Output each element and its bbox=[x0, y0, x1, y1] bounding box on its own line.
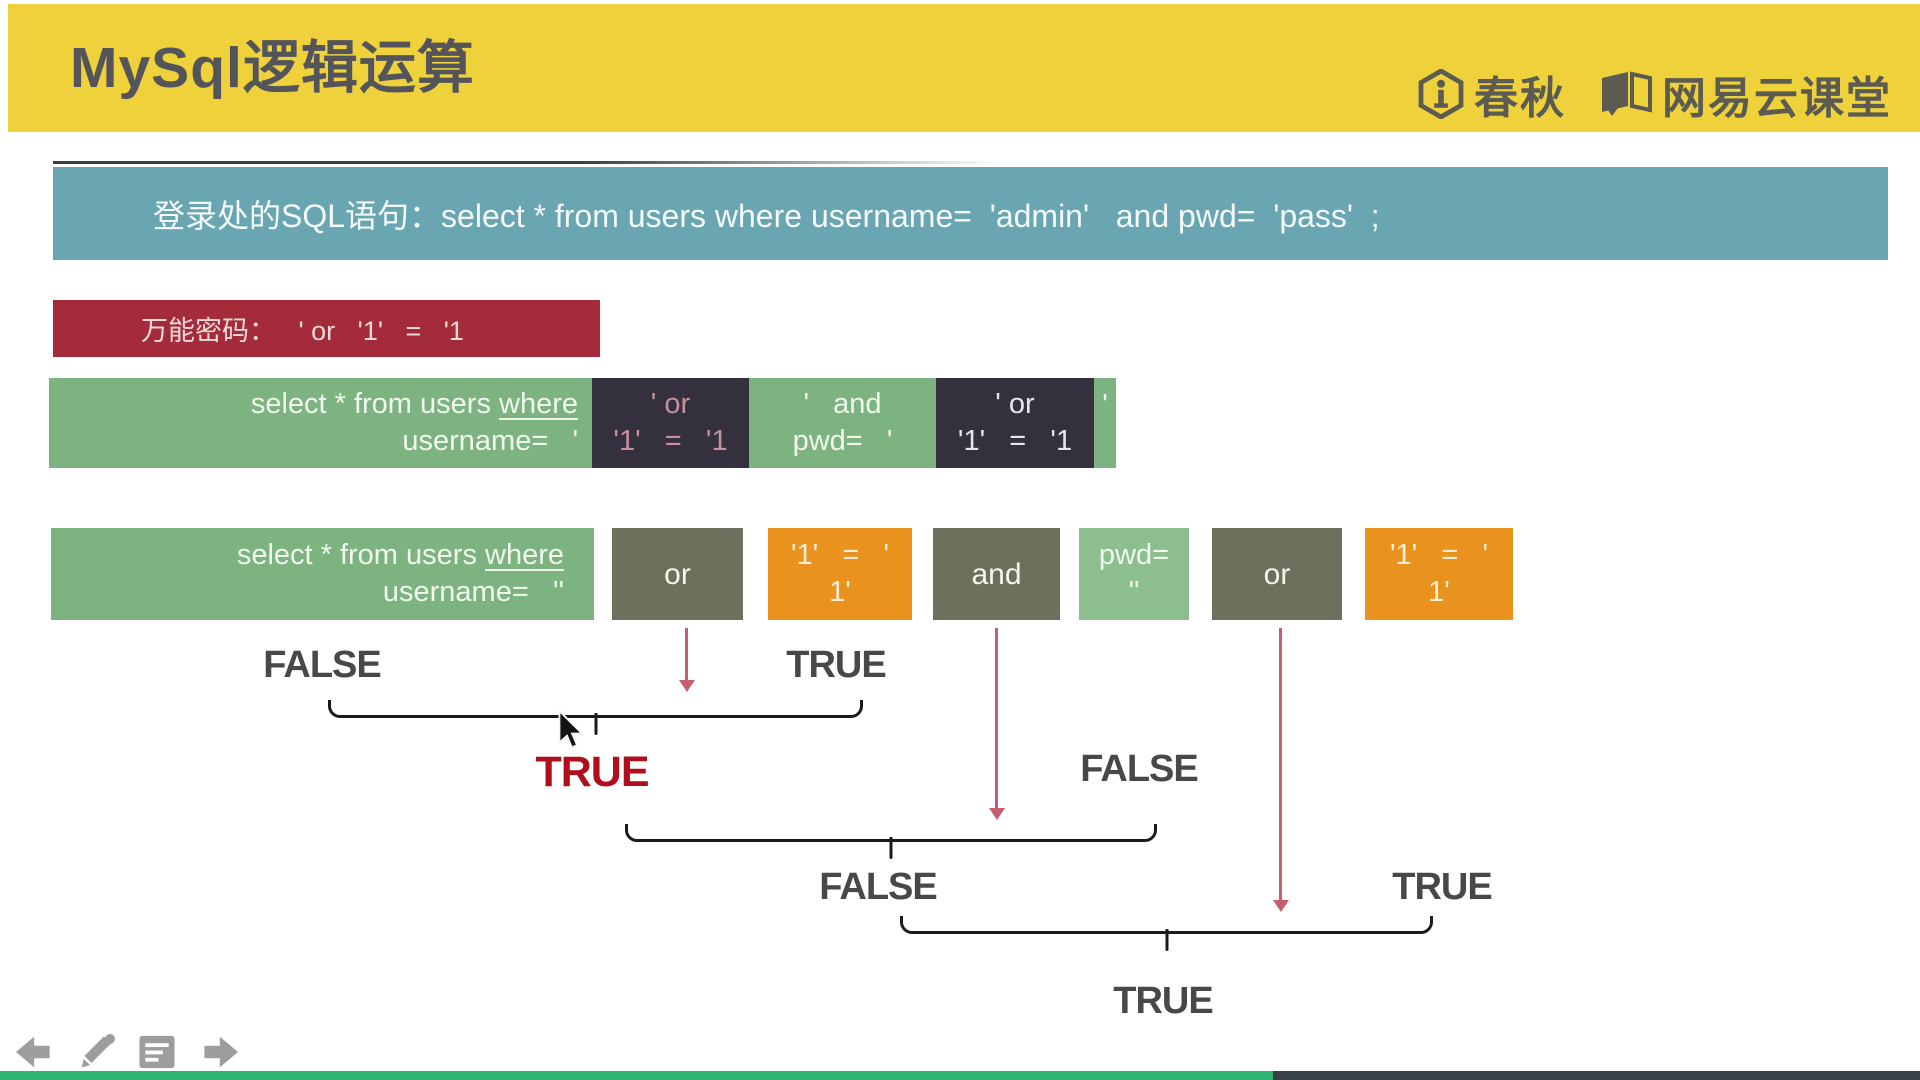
slide-header: MySql逻辑运算 春秋 网易云课堂 bbox=[8, 4, 1920, 132]
group1-underbrace bbox=[328, 700, 863, 735]
sql-text: select * from users bbox=[236, 539, 485, 571]
and-down-arrow bbox=[995, 628, 998, 808]
pwd-line1: pwd= bbox=[1098, 539, 1170, 571]
or2-line2: '1' = '1 bbox=[957, 425, 1073, 457]
or2-down-arrow bbox=[1279, 628, 1282, 900]
sql-text: select * from users bbox=[250, 388, 499, 420]
back-arrow-icon bbox=[16, 1036, 50, 1068]
or2-line1: ' or bbox=[995, 388, 1035, 420]
injected-sql-line1: select * from users where bbox=[49, 386, 578, 423]
injected-sql-line2: username= ' bbox=[402, 425, 578, 457]
or1-down-arrow bbox=[685, 628, 688, 680]
or-operator: or bbox=[1263, 557, 1291, 591]
eval-true1-box: '1' = ' 1' bbox=[768, 528, 912, 620]
where-keyword: where bbox=[499, 388, 578, 420]
page-title: MySql逻辑运算 bbox=[70, 36, 475, 100]
where-keyword: where bbox=[485, 539, 564, 571]
first-group-result-label: TRUE bbox=[535, 748, 649, 796]
injected-or1-segment: ' or '1' = '1 bbox=[592, 378, 749, 468]
eval-or2-box: or bbox=[1212, 528, 1342, 620]
brace-tick bbox=[594, 713, 597, 735]
true2-line2: 1' bbox=[1428, 576, 1450, 608]
true1-line1: '1' = ' bbox=[790, 539, 890, 571]
username-result-label: FALSE bbox=[263, 644, 381, 686]
magic-password-text: 万能密码： ' or '1' = '1 bbox=[141, 316, 464, 346]
final-result-label: TRUE bbox=[1113, 980, 1213, 1022]
brand-logos: 春秋 网易云课堂 bbox=[1418, 62, 1892, 126]
and-line2: pwd= ' bbox=[792, 425, 893, 457]
divider-line bbox=[53, 161, 1003, 164]
group3-underbrace bbox=[900, 916, 1433, 951]
netease-book-icon bbox=[1602, 71, 1652, 116]
and-line1: ' and bbox=[803, 388, 882, 420]
login-sql-text: 登录处的SQL语句：select * from users where user… bbox=[153, 197, 1380, 234]
and-operator: and bbox=[971, 557, 1022, 591]
or1-line2: '1' = '1 bbox=[613, 425, 728, 457]
true1-line2: 1' bbox=[829, 576, 851, 608]
mouse-cursor bbox=[556, 708, 586, 755]
eval-user-line2: username= '' bbox=[382, 576, 564, 608]
brace-tick bbox=[1165, 929, 1168, 951]
notes-button[interactable] bbox=[134, 1032, 180, 1072]
pencil-icon bbox=[81, 1034, 115, 1068]
eval-pwd-box: pwd= '' bbox=[1079, 528, 1189, 620]
magic-password-banner: 万能密码： ' or '1' = '1 bbox=[53, 300, 600, 357]
or1-line1: ' or bbox=[650, 388, 691, 420]
pwd-result-label: FALSE bbox=[1080, 748, 1198, 790]
or2-result-label: TRUE bbox=[1392, 866, 1492, 908]
second-group-result-label: FALSE bbox=[819, 866, 937, 908]
brace-tick bbox=[889, 837, 893, 859]
video-progress-fill bbox=[0, 1071, 1273, 1080]
eval-or1-box: or bbox=[612, 528, 743, 620]
back-arrow-button[interactable] bbox=[14, 1032, 60, 1072]
eval-user-line1: select * from users where bbox=[51, 537, 564, 574]
eval-and-box: and bbox=[933, 528, 1060, 620]
cursor-arrow-icon bbox=[558, 708, 585, 749]
injected-and-pwd-segment: ' and pwd= ' bbox=[749, 378, 936, 468]
tail-quote: ' bbox=[1102, 389, 1108, 421]
netease-logo: 网易云课堂 bbox=[1600, 62, 1892, 126]
or-operator: or bbox=[664, 557, 691, 591]
group2-underbrace bbox=[625, 824, 1157, 859]
chunqiu-logo-text: 春秋 bbox=[1474, 74, 1566, 123]
pwd-line2: '' bbox=[1128, 576, 1140, 608]
chunqiu-hexagon-i-icon bbox=[1418, 69, 1464, 119]
injected-sql-user-segment: select * from users where username= ' bbox=[49, 378, 592, 468]
player-nav-controls bbox=[14, 1032, 240, 1072]
eval-true2-box: '1' = ' 1' bbox=[1365, 528, 1513, 620]
eval-username-box: select * from users where username= '' bbox=[51, 528, 594, 620]
netease-logo-text: 网易云课堂 bbox=[1662, 74, 1892, 123]
injected-or2-segment: ' or '1' = '1 bbox=[936, 378, 1094, 468]
pencil-button[interactable] bbox=[74, 1032, 120, 1072]
notes-icon bbox=[139, 1035, 175, 1069]
or1-result-label: TRUE bbox=[786, 644, 886, 686]
injected-tail-quote-segment: ' bbox=[1094, 378, 1116, 468]
video-progress-bar[interactable] bbox=[0, 1071, 1920, 1080]
true2-line1: '1' = ' bbox=[1389, 539, 1489, 571]
login-sql-banner: 登录处的SQL语句：select * from users where user… bbox=[53, 167, 1888, 260]
forward-arrow-icon bbox=[204, 1036, 238, 1068]
forward-arrow-button[interactable] bbox=[194, 1032, 240, 1072]
chunqiu-logo: 春秋 bbox=[1418, 62, 1566, 126]
